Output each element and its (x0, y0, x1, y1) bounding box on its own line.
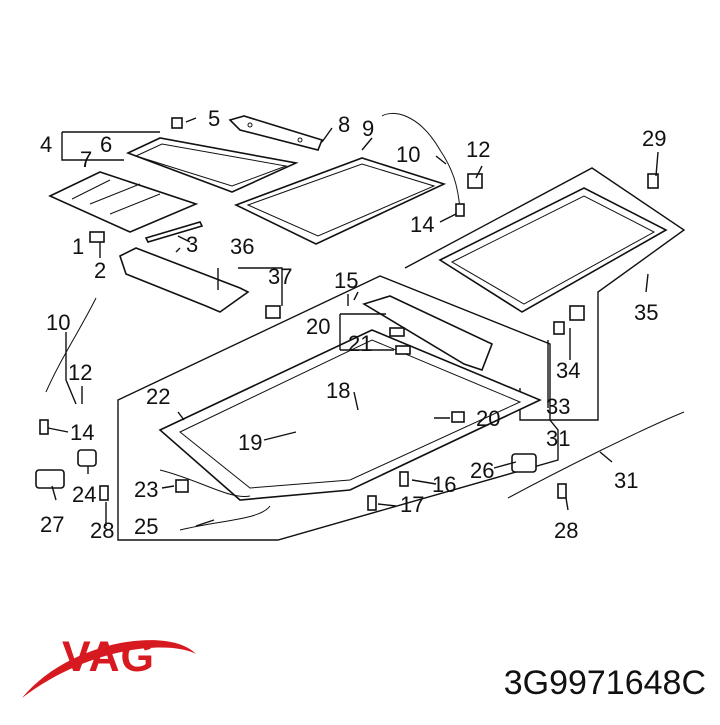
callout-label: 34 (556, 358, 580, 383)
callout-label: 1 (72, 234, 84, 259)
callout-label: 35 (634, 300, 658, 325)
callout-label: 31 (546, 426, 570, 451)
callout-label: 27 (40, 512, 64, 537)
clip (467, 173, 483, 189)
callout-label: 21 (348, 331, 372, 356)
callout-label: 26 (470, 458, 494, 483)
bolt (99, 485, 109, 501)
leader-lines (47, 117, 659, 527)
drain-hose (381, 113, 461, 211)
front-frame (362, 295, 494, 372)
callout-label: 7 (80, 147, 92, 172)
callout-label: 16 (432, 472, 456, 497)
bracket (569, 305, 585, 321)
callout-label: 5 (208, 106, 220, 131)
bracket (265, 305, 281, 319)
callout-label: 6 (100, 132, 112, 157)
callout-label: 14 (410, 212, 434, 237)
bolt (39, 419, 49, 435)
callout-label: 22 (146, 384, 170, 409)
clip (389, 327, 405, 337)
callout-label: 23 (134, 477, 158, 502)
trim-strip (507, 411, 685, 499)
callout-label: 10 (46, 310, 70, 335)
bolt (647, 173, 659, 189)
part-number: 3G9971648C (503, 664, 706, 702)
wind-deflector (119, 247, 250, 313)
brand-logo: VAG (62, 633, 155, 681)
clip (395, 345, 411, 355)
motor (35, 469, 65, 489)
callout-label: 28 (554, 518, 578, 543)
sunshade-box (404, 167, 686, 421)
callout-label: 15 (334, 268, 358, 293)
bolt (399, 471, 409, 487)
callout-label: 18 (326, 378, 350, 403)
callout-label: 19 (238, 430, 262, 455)
callout-label: 31 (614, 468, 638, 493)
callout-label: 36 (230, 234, 254, 259)
callout-label: 14 (70, 420, 94, 445)
callout-label: 12 (68, 360, 92, 385)
callout-label: 3 (186, 232, 198, 257)
sunshade (438, 187, 668, 313)
callout-label: 12 (466, 137, 490, 162)
callout-label: 24 (72, 482, 96, 507)
bolt (89, 231, 105, 243)
callout-label: 10 (396, 142, 420, 167)
callout-label: 8 (338, 112, 350, 137)
callout-label: 9 (362, 116, 374, 141)
glass-panel (48, 171, 199, 233)
sunroof-frame (158, 329, 542, 501)
drain-hose-rear (45, 297, 97, 393)
callout-label: 29 (642, 126, 666, 151)
callout-label: 20 (476, 406, 500, 431)
hose-nozzle (455, 203, 465, 217)
callout-label: 28 (90, 518, 114, 543)
callout-label: 37 (268, 264, 292, 289)
sensor-rear (77, 449, 97, 467)
bracket (553, 321, 565, 335)
sensor (511, 453, 537, 473)
frame-box (117, 275, 559, 541)
rail-bracket (228, 115, 324, 151)
screw (171, 117, 183, 129)
brand-swoosh (22, 640, 196, 698)
bolt (367, 495, 377, 511)
callout-label: 20 (306, 314, 330, 339)
callout-label: 33 (546, 394, 570, 419)
bolt (557, 483, 567, 499)
wind-deflector-frame (125, 137, 299, 193)
clip (451, 411, 465, 423)
roof-seal (233, 157, 447, 245)
callout-label: 4 (40, 132, 52, 157)
connector (175, 479, 189, 493)
callout-label: 25 (134, 514, 158, 539)
callout-label: 17 (400, 492, 424, 517)
callout-label: 2 (94, 258, 106, 283)
cable-harness (159, 469, 271, 531)
seal-strip (144, 221, 204, 243)
